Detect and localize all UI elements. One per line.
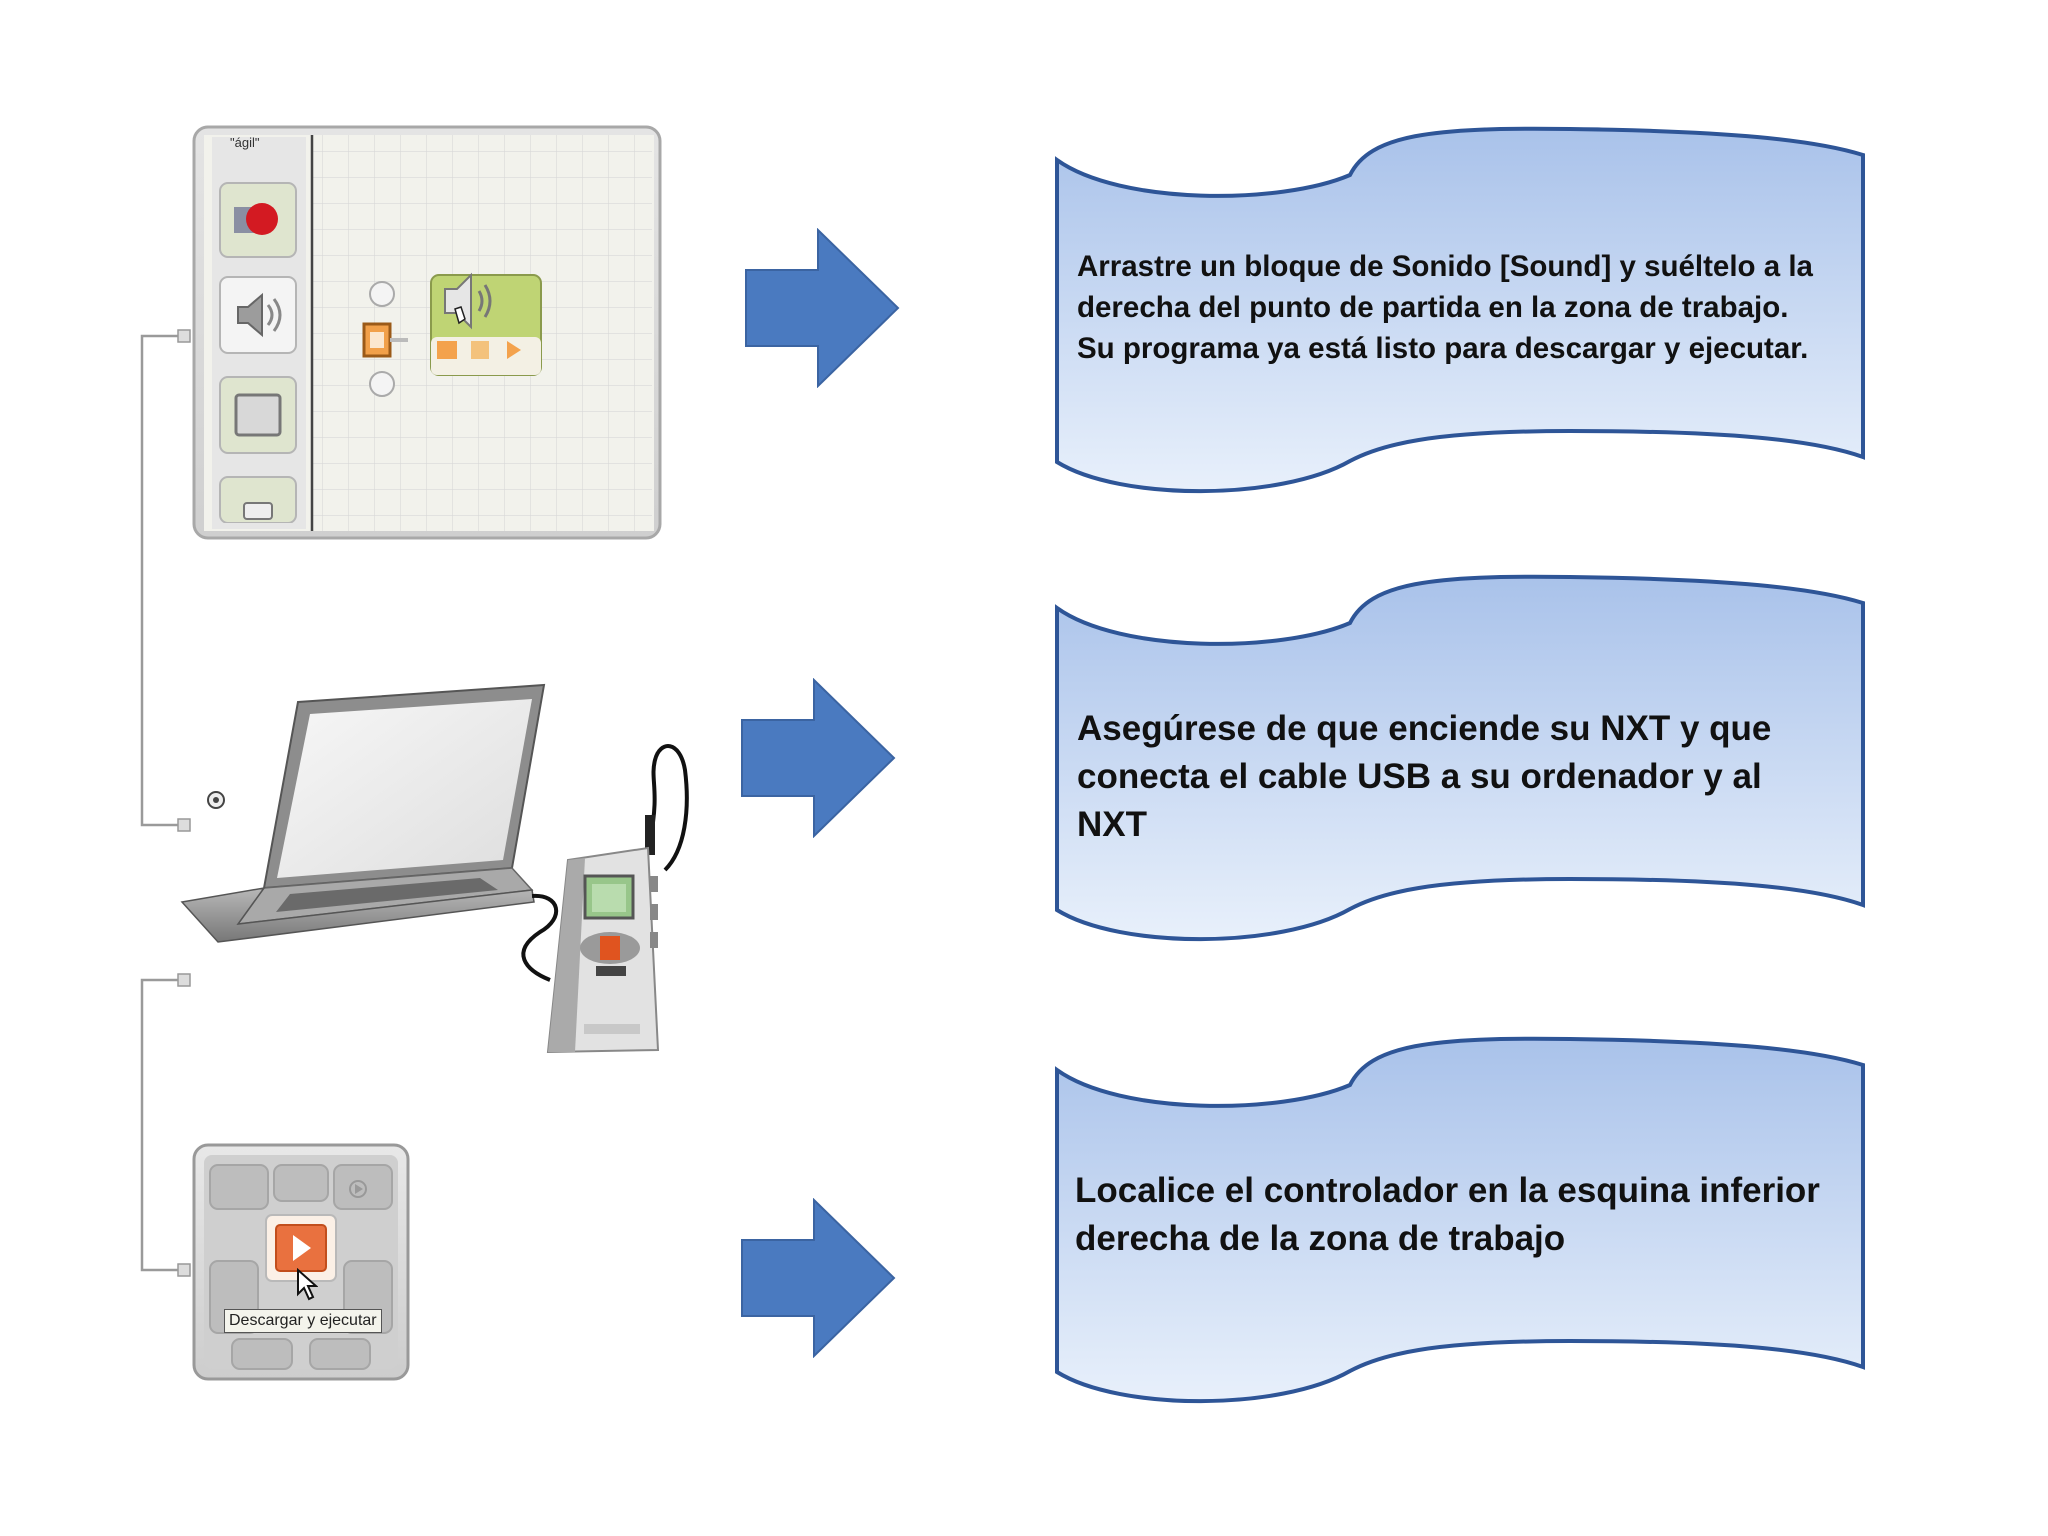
display-icon (219, 376, 297, 454)
start-point-icon (362, 281, 408, 397)
step-1-text: Arrastre un bloque de Sonido [Sound] y s… (1077, 250, 1813, 365)
start-point[interactable] (352, 280, 412, 400)
controller-screenshot: Descargar y ejecutar (192, 1143, 410, 1381)
banner-shape-1 (1055, 126, 1865, 494)
laptop-icon (180, 683, 546, 943)
download-run-button[interactable] (264, 1213, 338, 1283)
speaker-icon (219, 276, 297, 354)
palette-next-block[interactable] (218, 475, 298, 523)
download-run-tooltip: Descargar y ejecutar (224, 1309, 382, 1333)
laptop-nxt-photo (180, 680, 740, 1060)
palette-record-block[interactable] (218, 181, 298, 259)
arrow-icon-1 (745, 228, 900, 388)
sound-block[interactable] (427, 255, 542, 385)
play-icon (265, 1214, 337, 1282)
connector-lines (140, 329, 191, 1277)
arrow-icon-2 (741, 678, 896, 838)
step-3-text: Localice el controlador en la esquina in… (1075, 1171, 1820, 1258)
programming-screenshot: "ágil" (192, 125, 662, 540)
palette-tag-label: "ágil" (230, 135, 260, 150)
record-icon (219, 182, 297, 258)
palette-display-block[interactable] (218, 375, 298, 455)
banner-shape-3 (1055, 1036, 1865, 1404)
banner-shape-2 (1055, 574, 1865, 942)
step-marker-icon (207, 791, 225, 809)
arrow-icon-3 (741, 1198, 896, 1358)
step-2-text: Asegúrese de que enciende su NXT y que c… (1077, 709, 1772, 844)
palette-sound-block[interactable] (218, 275, 298, 355)
nxt-brick-icon (546, 846, 660, 1054)
cursor-icon (297, 1268, 318, 1301)
